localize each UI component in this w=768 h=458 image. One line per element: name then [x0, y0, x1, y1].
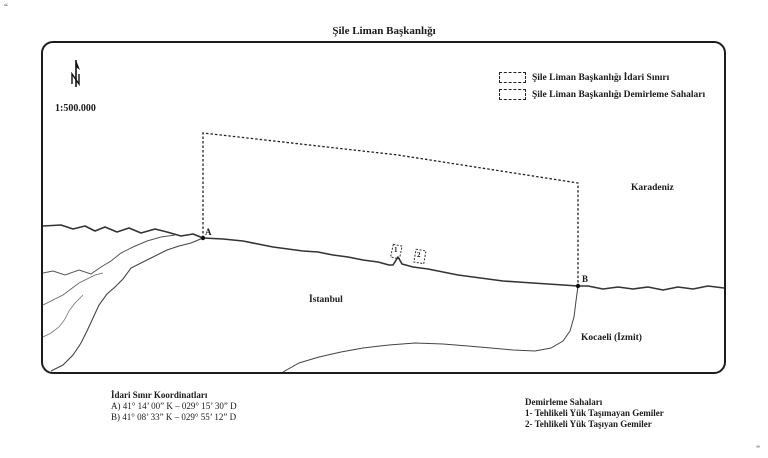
legend-label: Şile Liman Başkanlığı İdari Sınırı — [532, 72, 670, 83]
coordinate-row-b: B) 41° 08’ 33” K – 029° 55’ 12” D — [111, 412, 237, 422]
map-scale: 1:500.000 — [55, 103, 96, 114]
bosphorus-shore — [50, 237, 204, 372]
western-inlet-2 — [43, 294, 84, 338]
legend-swatch-admin-boundary — [499, 72, 526, 83]
anchorage-title: Demirleme Sahaları — [525, 397, 603, 407]
anchorage-number-2: 2 — [417, 251, 421, 259]
anchorage-area-2 — [413, 248, 427, 265]
point-a-label: A — [205, 227, 212, 237]
point-a-marker — [200, 235, 206, 241]
coordinates-block: İdari Sınır Koordinatları A) 41° 14’ 00”… — [111, 390, 237, 423]
map-legend: Şile Liman Başkanlığı İdari Sınırı Şile … — [499, 69, 705, 103]
open-quote-mark: “ — [4, 2, 8, 12]
map-title: Şile Liman Başkanlığı — [332, 25, 436, 37]
kocaeli-label: Kocaeli (İzmit) — [581, 333, 642, 343]
anchorage-item-1: 1- Tehlikeli Yük Taşımayan Gemiler — [525, 408, 664, 418]
legend-label: Şile Liman Başkanlığı Demirleme Sahaları — [532, 89, 706, 100]
map-frame: 1:500.000 Şile Liman Başkanlığı İdari Sı… — [41, 41, 726, 374]
european-shore — [43, 234, 176, 276]
point-b-marker — [575, 283, 581, 289]
legend-item-anchorage: Şile Liman Başkanlığı Demirleme Sahaları — [499, 86, 705, 103]
city-label: İstanbul — [309, 295, 343, 305]
western-inlet — [43, 272, 104, 306]
map-canvas — [43, 132, 724, 372]
coastline — [43, 224, 724, 291]
anchorage-item-2: 2- Tehlikeli Yük Taşıyan Gemiler — [525, 419, 652, 429]
anchorage-block: Demirleme Sahaları 1- Tehlikeli Yük Taşı… — [525, 397, 664, 430]
point-b-label: B — [582, 274, 589, 284]
coordinate-row-a: A) 41° 14’ 00” K – 029° 15’ 30” D — [111, 401, 237, 411]
legend-item-admin-boundary: Şile Liman Başkanlığı İdari Sınırı — [499, 69, 705, 86]
anchorage-area-1 — [390, 243, 403, 260]
coordinates-title: İdari Sınır Koordinatları — [111, 390, 208, 400]
anchorage-number-1: 1 — [394, 246, 398, 254]
north-arrow-icon — [71, 60, 80, 87]
close-quote-mark: ” — [756, 444, 760, 454]
admin-boundary — [202, 132, 579, 286]
sea-label: Karadeniz — [631, 183, 674, 193]
kocaeli-boundary — [282, 285, 579, 372]
legend-swatch-anchorage — [499, 89, 526, 100]
